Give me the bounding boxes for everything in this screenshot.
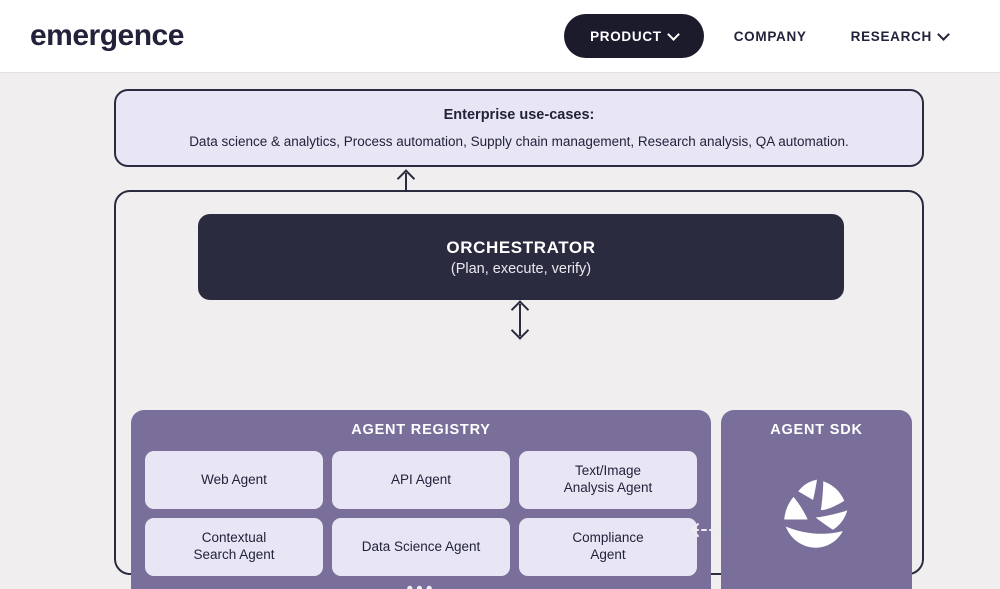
chevron-down-icon [666, 27, 680, 41]
nav-item-research[interactable]: RESEARCH [829, 27, 970, 44]
platform-container: ORCHESTRATOR (Plan, execute, verify) AGE… [114, 190, 924, 589]
site-header: emergence PRODUCT COMPANY RESEARCH [0, 0, 1000, 73]
nav-item-label: RESEARCH [850, 28, 932, 44]
agent-sdk-title: AGENT SDK [770, 422, 863, 438]
orchestrator-title: ORCHESTRATOR [446, 237, 596, 257]
architecture-diagram: Enterprise use-cases: Data science & ana… [0, 73, 1000, 589]
agent-registry-title: AGENT REGISTRY [351, 422, 491, 438]
agent-card[interactable]: Data Science Agent [332, 518, 510, 576]
usecases-list: Data science & analytics, Process automa… [189, 134, 849, 149]
emergence-sunburst-logo [783, 479, 847, 548]
orchestrator-panel: ORCHESTRATOR (Plan, execute, verify) [198, 214, 844, 300]
agent-card[interactable]: Web Agent [145, 451, 323, 509]
agent-card[interactable]: API Agent [332, 451, 510, 509]
orchestrator-subtitle: (Plan, execute, verify) [450, 260, 592, 277]
main-navigation: PRODUCT COMPANY RESEARCH [564, 14, 970, 58]
agent-sdk-panel: AGENT SDK [721, 410, 912, 589]
chevron-down-icon [937, 27, 950, 41]
enterprise-usecases-panel: Enterprise use-cases: Data science & ana… [114, 89, 924, 167]
more-agents-ellipsis: ••• [145, 580, 697, 589]
brand-logo[interactable]: emergence [30, 19, 184, 52]
agent-registry-panel: AGENT REGISTRY Web Agent API Agent Text/… [131, 410, 711, 589]
usecases-title: Enterprise use-cases: [443, 107, 595, 123]
nav-item-product[interactable]: PRODUCT [564, 14, 704, 58]
nav-item-label: PRODUCT [590, 28, 662, 44]
connector-orchestrator-to-registry [519, 304, 521, 336]
nav-item-label: COMPANY [733, 28, 807, 44]
nav-item-company[interactable]: COMPANY [712, 29, 829, 44]
